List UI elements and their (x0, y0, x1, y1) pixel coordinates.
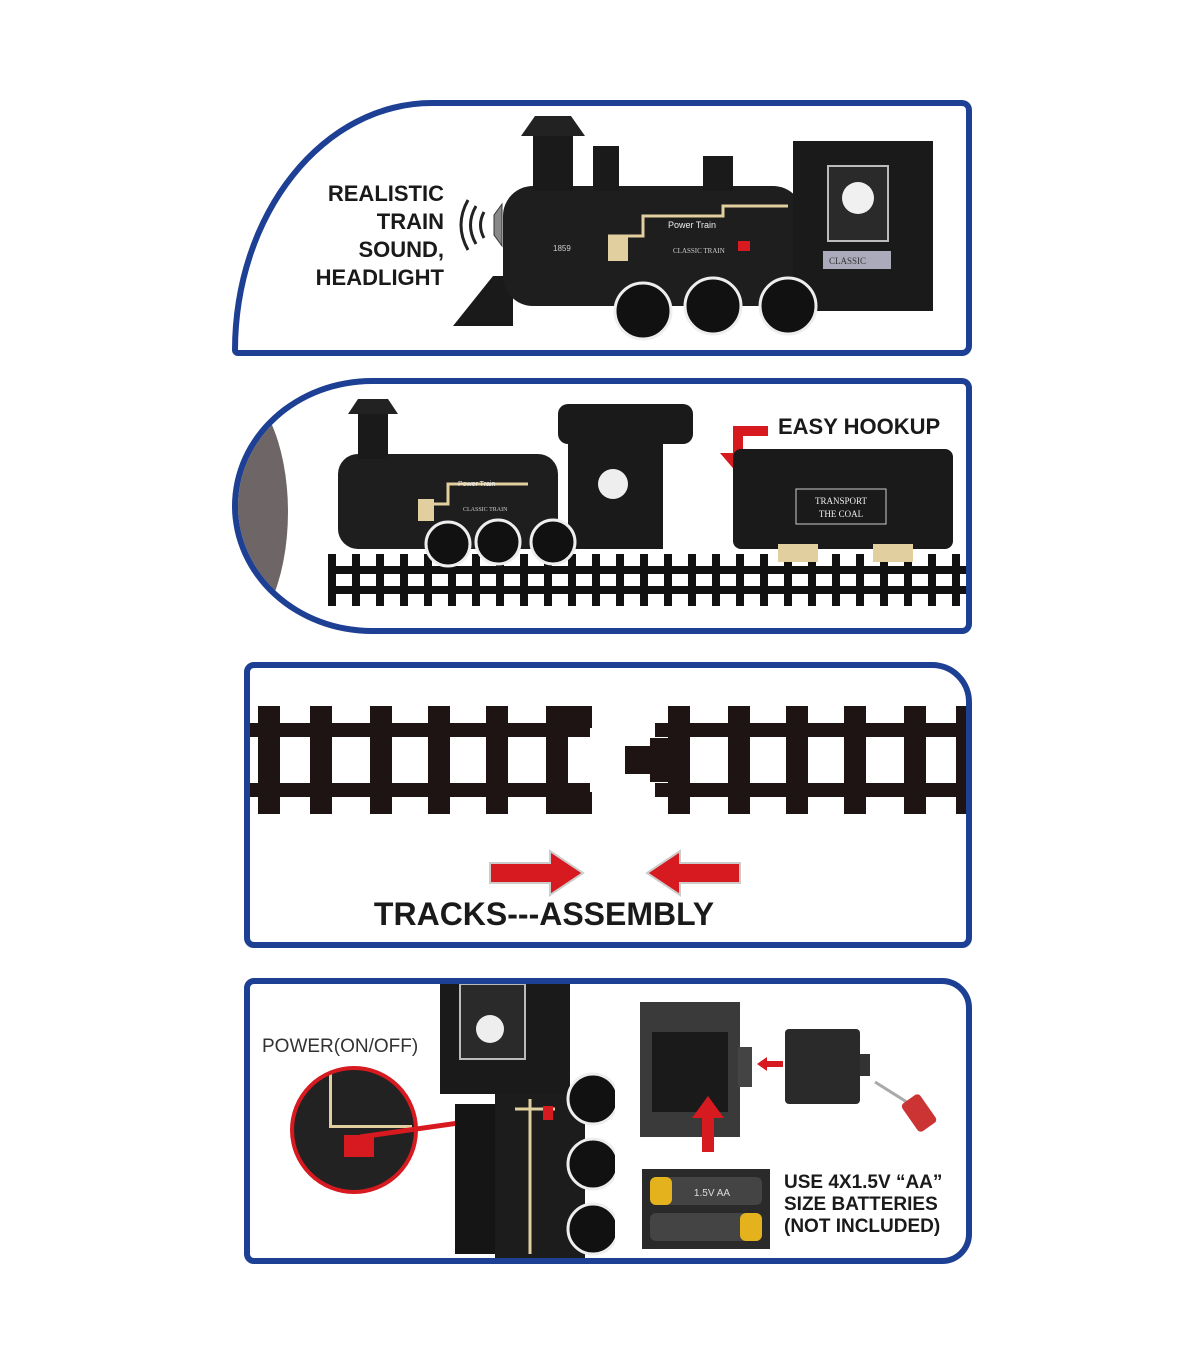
panel-sound-headlight: REALISTIC TRAIN SOUND, HEADLIGHT 1859 Po… (232, 100, 972, 356)
loco-brand: Power Train (458, 481, 495, 488)
feature-line: TRAIN (376, 209, 444, 234)
tender-text: TRANSPORT (815, 496, 867, 506)
cover-arrow-icon (757, 1057, 783, 1071)
train-on-track-image: TRANSPORT THE COAL Power Train CLASSIC T… (328, 399, 966, 606)
loco-subtitle: CLASSIC TRAIN (463, 507, 508, 513)
track-tie (520, 554, 528, 606)
track-curve-edge (238, 384, 288, 628)
track-tie (352, 554, 360, 606)
track-tie (592, 554, 600, 606)
track-tie (424, 554, 432, 606)
track-tie (712, 554, 720, 606)
panel-easy-hookup: EASY HOOKUP TRANSPORT THE COAL Power Tra… (232, 378, 972, 634)
assembly-arrows-icon (489, 849, 741, 897)
power-switch-label: POWER(ON/OFF) (262, 1036, 419, 1057)
sound-feature-text: REALISTIC TRAIN SOUND, HEADLIGHT (308, 180, 444, 292)
track-tie (496, 554, 504, 606)
battery-line: (NOT INCLUDED) (784, 1216, 941, 1237)
feature-line: HEADLIGHT (315, 265, 444, 290)
track-tie (376, 554, 384, 606)
track-tie (880, 554, 888, 606)
track-tie (664, 554, 672, 606)
track-tie (688, 554, 696, 606)
locomotive-image: 1859 Power Train CLASSIC TRAIN CLASSIC (453, 116, 933, 341)
loco-brand: Power Train (668, 220, 716, 230)
tender-text: THE COAL (819, 509, 863, 519)
battery-label: 1.5V AA (694, 1188, 730, 1199)
track-tie (448, 554, 456, 606)
track-tie (952, 554, 960, 606)
track-tie (640, 554, 648, 606)
track-tie (472, 554, 480, 606)
feature-line: REALISTIC (327, 181, 444, 206)
loco-number: 1859 (553, 244, 571, 253)
battery-instructions: USE 4X1.5V “AA” SIZE BATTERIES (NOT INCL… (784, 1172, 942, 1238)
speaker-sound-icon (459, 199, 503, 251)
track-tie (808, 554, 816, 606)
plate-text: CLASSIC (829, 256, 866, 266)
track-tie (904, 554, 912, 606)
battery-line: USE 4X1.5V “AA” (784, 1172, 943, 1193)
locomotive-top-view-image (440, 984, 615, 1258)
track-tie (736, 554, 744, 606)
panel-tracks-assembly: TRACKS---ASSEMBLY (244, 662, 972, 948)
feature-line: SOUND, (358, 237, 444, 262)
track-tie (400, 554, 408, 606)
nameplate (823, 251, 891, 269)
track-tie (616, 554, 624, 606)
panel-power-batteries: POWER(ON/OFF) 1.5V AA USE 4X1.5V “AA” (244, 978, 972, 1264)
track-tie (784, 554, 792, 606)
battery-insert-arrow-icon (692, 1096, 724, 1152)
loco-subtitle: CLASSIC TRAIN (673, 247, 725, 255)
track-tie (568, 554, 576, 606)
battery-line: SIZE BATTERIES (784, 1194, 938, 1215)
hookup-arrow-icon (720, 426, 768, 474)
battery-compartment-image (640, 1002, 752, 1137)
power-switch[interactable] (344, 1135, 374, 1157)
track-tie (760, 554, 768, 606)
track-tie (328, 554, 336, 606)
tracks-assembly-title: TRACKS---ASSEMBLY (373, 896, 715, 932)
track-tie (832, 554, 840, 606)
track-tie (928, 554, 936, 606)
batteries-image: 1.5V AA (642, 1169, 770, 1249)
track-tie (856, 554, 864, 606)
track-tie (544, 554, 552, 606)
track-pieces-image (250, 706, 966, 814)
battery-cover-screwdriver-image (785, 1029, 937, 1132)
easy-hookup-label: EASY HOOKUP (778, 414, 941, 439)
